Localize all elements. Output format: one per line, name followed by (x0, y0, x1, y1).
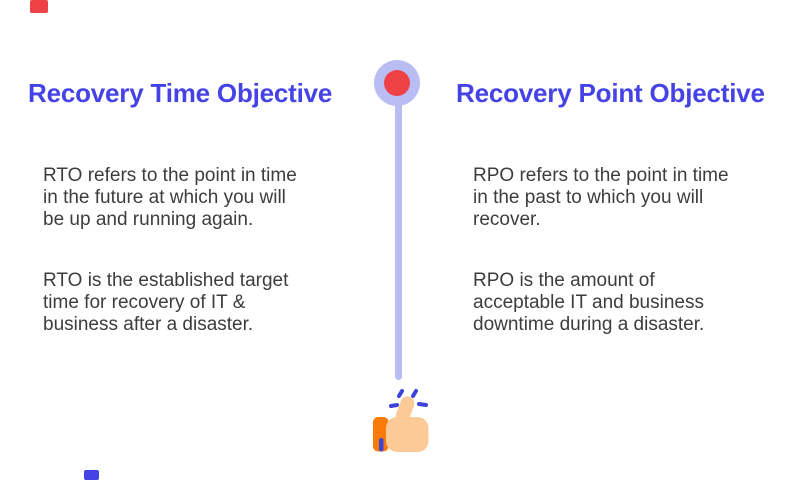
left-paragraph-2: RTO is the established target time for r… (43, 270, 289, 335)
right-paragraph-2: RPO is the amount of acceptable IT and b… (473, 270, 705, 335)
red-accent-mark (30, 0, 48, 13)
thumbs-up-thumb (395, 396, 415, 424)
blue-accent-mark (84, 470, 99, 480)
left-column-title: Recovery Time Objective (28, 78, 333, 108)
sparkle-dashes (389, 389, 428, 408)
thumbs-up-sleeve (373, 417, 389, 452)
right-paragraph-1: RPO refers to the point in time in the p… (473, 165, 729, 230)
timeline-marker-dot (384, 70, 410, 96)
timeline-marker (374, 60, 420, 106)
timeline-line (395, 83, 402, 380)
thumbs-up-fist (386, 417, 429, 452)
right-column-title: Recovery Point Objective (456, 78, 765, 108)
sleeve-stripe (379, 438, 384, 452)
thumbs-up-icon (373, 389, 429, 452)
left-paragraph-1: RTO refers to the point in time in the f… (43, 165, 297, 230)
